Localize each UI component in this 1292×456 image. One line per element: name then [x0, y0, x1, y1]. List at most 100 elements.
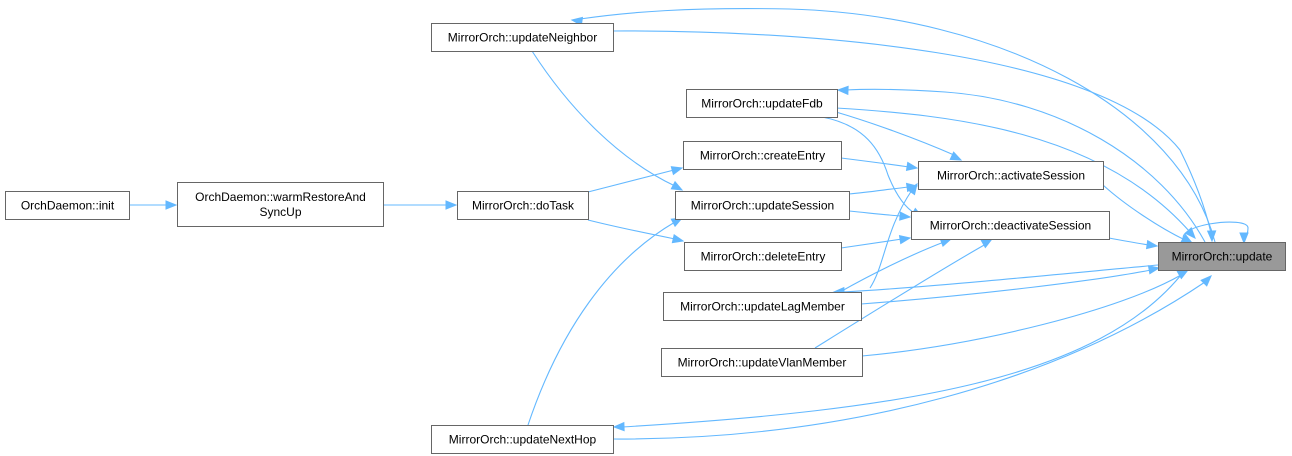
node-label: SyncUp — [259, 205, 301, 219]
node-label: OrchDaemon::warmRestoreAnd — [195, 190, 366, 204]
edge-arrowhead — [1145, 239, 1159, 250]
edge-line — [869, 189, 913, 289]
node-box — [684, 242, 842, 271]
node-init[interactable]: OrchDaemon::init — [5, 191, 130, 220]
node-box — [663, 292, 862, 321]
edge-arrowhead — [612, 421, 625, 432]
node-box — [661, 348, 863, 377]
edge-arrowhead — [445, 200, 458, 210]
edge-line — [839, 241, 945, 293]
edge-arrowhead — [670, 166, 684, 176]
node-box — [918, 161, 1104, 190]
node-label: MirrorOrch::update — [1172, 250, 1273, 264]
edge-line — [1102, 184, 1186, 241]
node-doTask[interactable]: MirrorOrch::doTask — [457, 191, 589, 220]
node-updateVlanMember[interactable]: MirrorOrch::updateVlanMember — [661, 348, 863, 377]
node-label: MirrorOrch::updateNeighbor — [448, 31, 597, 45]
edge-arrowhead — [670, 180, 684, 191]
node-updateLagMember[interactable]: MirrorOrch::updateLagMember — [663, 292, 862, 321]
edge-line — [848, 186, 910, 195]
node-label: MirrorOrch::createEntry — [700, 149, 825, 163]
edge-line — [531, 50, 676, 187]
edge-updateNeighbor-to-update — [611, 30, 1217, 243]
edge-line — [861, 274, 1182, 357]
node-label: MirrorOrch::updateLagMember — [680, 300, 845, 314]
edge-line — [587, 169, 675, 193]
node-box — [457, 191, 589, 220]
edge-warm-to-doTask — [383, 200, 458, 210]
node-box — [1158, 242, 1286, 271]
edge-line — [848, 210, 903, 217]
node-box — [683, 141, 842, 170]
edge-deactivateSession-to-update — [1108, 237, 1159, 250]
edge-update-to-updateFdb — [836, 85, 1206, 243]
edge-line — [587, 219, 676, 240]
edge-updateLagMember-to-activateSession — [869, 182, 918, 289]
edge-line — [527, 221, 676, 426]
edge-updateSession-to-activateSession — [848, 182, 919, 195]
edge-line — [835, 107, 1191, 233]
edge-line — [612, 281, 1206, 440]
edge-update-to-update — [1182, 221, 1249, 245]
node-createEntry[interactable]: MirrorOrch::createEntry — [683, 141, 842, 170]
node-label: MirrorOrch::deactivateSession — [930, 219, 1091, 233]
edge-arrowhead — [836, 85, 849, 96]
node-label: MirrorOrch::updateNextHop — [449, 433, 597, 447]
edge-arrowhead — [1206, 230, 1217, 243]
edge-line — [611, 30, 1212, 234]
node-label: MirrorOrch::activateSession — [937, 169, 1085, 183]
edge-line — [840, 157, 910, 168]
node-updateNeighbor[interactable]: MirrorOrch::updateNeighbor — [431, 23, 614, 52]
node-box — [5, 191, 130, 220]
edge-line — [860, 269, 1152, 305]
node-label: OrchDaemon::init — [21, 199, 115, 213]
edge-updateNextHop-to-updateSession — [527, 217, 684, 426]
edge-init-to-warm — [129, 200, 178, 210]
edge-update-to-updateNeighbor — [570, 8, 1216, 243]
node-label: MirrorOrch::updateFdb — [701, 97, 823, 111]
edge-line — [579, 8, 1216, 243]
node-updateSession[interactable]: MirrorOrch::updateSession — [675, 191, 850, 220]
edge-doTask-to-createEntry — [587, 166, 684, 193]
edge-line — [821, 116, 917, 215]
edge-updateVlanMember-to-update — [861, 269, 1190, 357]
edge-line — [835, 111, 955, 156]
edge-updateLagMember-to-update — [860, 265, 1161, 305]
node-box — [675, 191, 850, 220]
edge-arrowhead — [949, 151, 963, 161]
edge-updateFdb-to-activateSession — [835, 111, 963, 161]
node-box — [177, 182, 384, 227]
edge-arrowhead — [1200, 275, 1212, 287]
node-deleteEntry[interactable]: MirrorOrch::deleteEntry — [684, 242, 842, 271]
node-deactivateSession[interactable]: MirrorOrch::deactivateSession — [911, 211, 1110, 240]
edge-arrowhead — [671, 234, 685, 244]
edge-arrowhead — [1239, 232, 1249, 245]
edge-updateNeighbor-to-updateSession — [531, 50, 684, 191]
node-label: MirrorOrch::updateVlanMember — [678, 356, 847, 370]
edge-line — [840, 238, 903, 249]
edge-updateLagMember-to-deactivateSession — [839, 238, 953, 293]
node-updateFdb[interactable]: MirrorOrch::updateFdb — [686, 89, 838, 118]
edge-arrowhead — [907, 182, 918, 196]
edge-arrowhead — [905, 161, 919, 172]
edge-update-to-updateNextHop — [612, 269, 1186, 432]
edge-deleteEntry-to-deactivateSession — [840, 234, 912, 249]
node-activateSession[interactable]: MirrorOrch::activateSession — [918, 161, 1104, 190]
edge-line — [845, 88, 1206, 243]
node-label: MirrorOrch::deleteEntry — [701, 250, 826, 264]
edge-doTask-to-deleteEntry — [587, 219, 685, 244]
node-label: MirrorOrch::updateSession — [691, 199, 834, 213]
edge-arrowhead — [165, 200, 178, 210]
edge-line — [814, 243, 987, 349]
node-updateNextHop[interactable]: MirrorOrch::updateNextHop — [431, 425, 614, 454]
edge-line — [841, 264, 1159, 293]
node-update: MirrorOrch::update — [1158, 242, 1286, 271]
edge-arrowhead — [898, 234, 912, 245]
edge-createEntry-to-activateSession — [840, 157, 919, 172]
node-box — [911, 211, 1110, 240]
node-box — [431, 425, 614, 454]
edge-arrowhead — [899, 211, 912, 221]
graph-nodes: OrchDaemon::init OrchDaemon::warmRestoreA… — [5, 23, 1286, 454]
